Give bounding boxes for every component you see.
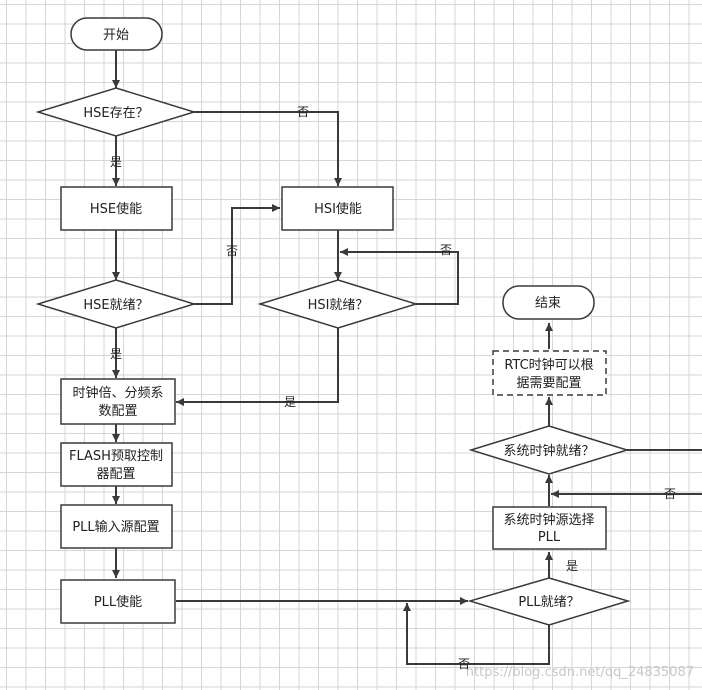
sysclk-source-label-line1: 系统时钟源选择 <box>503 512 594 528</box>
sysclk-source-process <box>492 506 607 550</box>
pll-ready-label: PLL就绪？ <box>518 595 579 610</box>
hse-exists-label: HSE存在？ <box>83 106 148 121</box>
pll-source-label: PLL输入源配置 <box>72 519 159 535</box>
hse-exists-decision <box>35 87 197 137</box>
sysclk-source-label-line2: PLL <box>538 530 561 545</box>
hsi-ready-decision <box>257 279 419 329</box>
label-hse-exists-yes: 是 <box>110 155 122 169</box>
pll-enable-label: PLL使能 <box>94 594 142 610</box>
flash-label-line2: 器配置 <box>96 467 135 482</box>
pll-source-process <box>60 504 173 549</box>
flash-process <box>60 442 173 487</box>
edge-hse-exists-no <box>194 111 342 186</box>
rtc-optional-process <box>492 350 607 396</box>
hsi-ready-label: HSI就绪？ <box>308 298 369 313</box>
label-hsi-ready-no: 否 <box>440 243 452 257</box>
pll-enable-process <box>60 579 176 624</box>
prescaler-label-line2: 数配置 <box>98 404 137 419</box>
sysclk-ready-decision <box>468 425 630 475</box>
label-pll-ready-yes: 是 <box>566 559 578 573</box>
pll-ready-decision <box>467 577 631 626</box>
label-hse-exists-no: 否 <box>297 105 309 119</box>
hse-ready-decision <box>35 279 197 329</box>
label-hse-ready-no: 否 <box>226 244 238 258</box>
end-label: 结束 <box>535 296 561 311</box>
edge-hsi-ready-no <box>340 248 459 305</box>
edge-pll-ready-no <box>403 603 550 665</box>
edge-hse-ready-no <box>194 204 280 305</box>
label-pll-ready-no: 否 <box>458 657 470 671</box>
hsi-enable-process <box>281 186 394 231</box>
start-terminator <box>70 17 163 51</box>
hse-enable-label: HSE使能 <box>90 201 142 217</box>
prescaler-label-line1: 时钟倍、分频系 <box>72 385 163 401</box>
sysclk-ready-label: 系统时钟就绪？ <box>503 443 594 459</box>
hse-enable-process <box>60 186 173 231</box>
prescaler-process <box>60 378 176 425</box>
rtc-label-line1: RTC时钟可以根 <box>504 357 593 373</box>
edge-sysclk-ready-no <box>551 449 702 498</box>
edge-hsi-ready-yes <box>176 328 339 406</box>
flash-label-line1: FLASH预取控制 <box>69 449 163 464</box>
hse-ready-label: HSE就绪？ <box>83 298 148 313</box>
rtc-label-line2: 据需要配置 <box>516 376 581 391</box>
label-hsi-ready-yes: 是 <box>284 395 296 409</box>
hsi-enable-label: HSI使能 <box>314 201 362 217</box>
label-hse-ready-yes: 是 <box>110 347 122 361</box>
start-label: 开始 <box>103 28 129 43</box>
end-terminator <box>502 285 595 320</box>
watermark: https://blog.csdn.net/qq_24835087 <box>466 665 694 680</box>
label-sysclk-ready-no: 否 <box>664 487 676 501</box>
